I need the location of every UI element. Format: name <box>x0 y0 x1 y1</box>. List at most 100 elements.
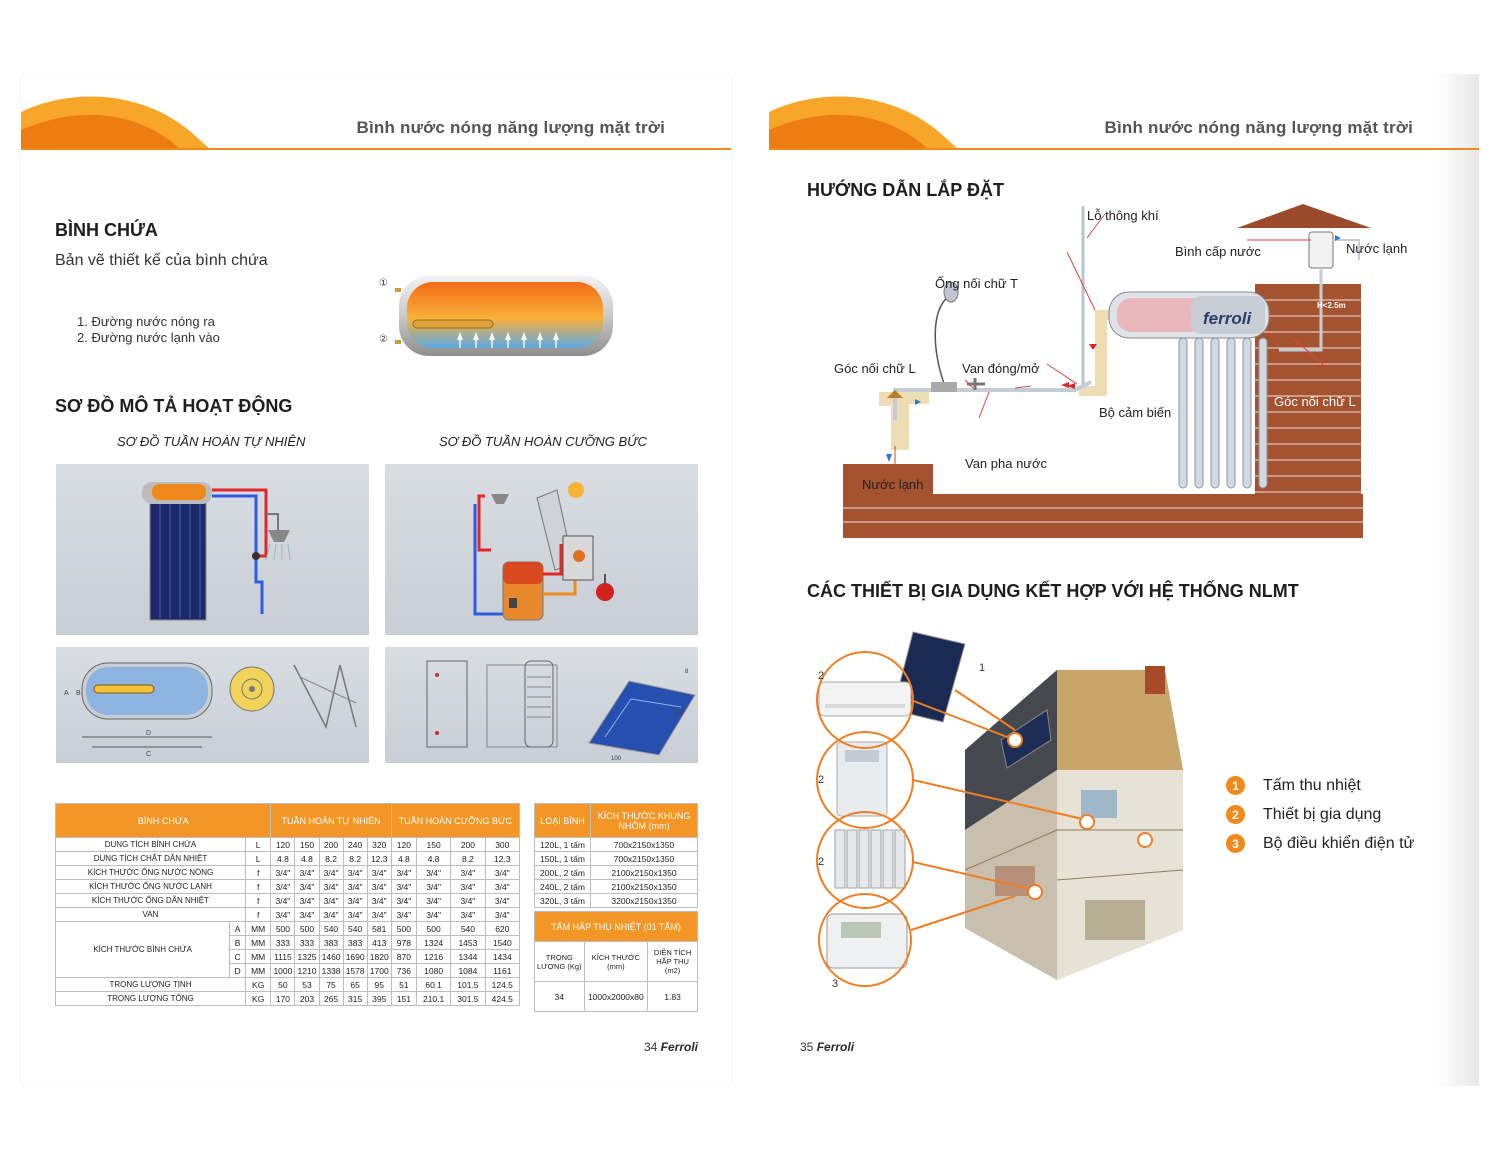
spec-value-cell: 3/4" <box>415 893 452 908</box>
legend-badge-1: 1 <box>1226 776 1245 795</box>
spec-value-cell: 3/4" <box>294 907 320 922</box>
drawing-label-d: D <box>146 730 151 737</box>
spec-value-cell: 8.2 <box>450 851 486 866</box>
spec-value-cell: 60.1 <box>415 977 452 992</box>
spec-unit-cell: KG <box>244 977 272 992</box>
legend-item-2: 2 Thiết bị gia dụng <box>1226 805 1381 824</box>
spec-value-cell: 540 <box>342 921 368 936</box>
spec-value-cell: 101.5 <box>450 977 486 992</box>
spec-value-cell: 3/4" <box>390 907 417 922</box>
spec-value-cell: 500 <box>415 921 452 936</box>
label-cold-water-top: Nước lạnh <box>1346 241 1408 256</box>
spec-value-cell: 1540 <box>484 935 521 950</box>
frame-size-cell: 2100x2150x1350 <box>590 865 698 880</box>
spec-header-natural: TUẦN HOÀN TỰ NHIÊN <box>270 803 392 838</box>
spec-value-cell: 8.2 <box>342 851 368 866</box>
spec-value-cell: 540 <box>450 921 486 936</box>
spec-value-cell: 3/4" <box>366 879 392 894</box>
spec-unit-cell: f <box>244 893 272 908</box>
ferroli-logo-left: Ferroli <box>660 1040 698 1054</box>
spec-value-cell: 301.5 <box>450 991 486 1006</box>
caption-forced-circulation: SƠ ĐỒ TUẦN HOÀN CƯỠNG BỨC <box>439 434 647 449</box>
spec-value-cell: 120 <box>270 837 296 852</box>
spec-unit-cell: L <box>244 837 272 852</box>
page-number-35: 35 <box>800 1040 814 1054</box>
spec-value-cell: 3/4" <box>450 879 486 894</box>
page-number-left: 34 Ferroli <box>644 1040 698 1054</box>
spec-value-cell: 413 <box>366 935 392 950</box>
drawing-label-b: B <box>76 690 81 697</box>
tank-note-2: 2. Đường nước lạnh vào <box>77 330 220 345</box>
spec-value-cell: 1338 <box>318 963 344 978</box>
spec-value-cell: 3/4" <box>270 865 296 880</box>
spec-value-cell: 3/4" <box>450 907 486 922</box>
spec-value-cell: 1344 <box>450 949 486 964</box>
panel-header-weight: TRỌNG LƯỢNG (Kg) <box>534 941 585 982</box>
spec-value-cell: 1084 <box>450 963 486 978</box>
section-title-install: HƯỚNG DẪN LẮP ĐẶT <box>807 180 1004 200</box>
spec-unit-cell: L <box>244 851 272 866</box>
spec-value-cell: 3/4" <box>390 879 417 894</box>
spec-value-cell: 50 <box>270 977 296 992</box>
label-height-limit: H<2.5m <box>1317 301 1346 310</box>
header-rule-right <box>769 148 1479 150</box>
spec-unit-cell: f <box>244 879 272 894</box>
frame-type-cell: 120L, 1 tấm <box>534 837 591 852</box>
frame-size-cell: 2100x2150x1350 <box>590 879 698 894</box>
page-number-right: 35 Ferroli <box>800 1040 854 1054</box>
legend-item-1: 1 Tấm thu nhiệt <box>1226 776 1361 795</box>
frame-type-cell: 320L, 3 tấm <box>534 893 591 908</box>
spec-row-label: KÍCH THƯỚC ỐNG NƯỚC NÓNG <box>55 865 246 880</box>
spec-value-cell: 1216 <box>415 949 452 964</box>
legend-item-3: 3 Bộ điều khiển điện tử <box>1226 834 1414 853</box>
label-l-joint-right: Góc nối chữ L <box>1274 394 1356 409</box>
spec-value-cell: 51 <box>390 977 417 992</box>
label-feed-tank: Bình cấp nước <box>1175 244 1261 259</box>
spec-value-cell: 3/4" <box>390 865 417 880</box>
spec-value-cell: 3/4" <box>484 865 521 880</box>
spec-value-cell: 1080 <box>415 963 452 978</box>
spec-unit-cell: f <box>244 865 272 880</box>
label-sensor: Bộ cảm biến <box>1099 405 1172 420</box>
appliance-number-ac: 2 <box>818 670 825 682</box>
label-mixer-valve: Van pha nước <box>965 456 1048 471</box>
header-swoosh-right <box>769 96 959 150</box>
frame-type-cell: 150L, 1 tấm <box>534 851 591 866</box>
spec-unit-cell: MM <box>244 949 272 964</box>
frame-size-cell: 700x2150x1350 <box>590 837 698 852</box>
spec-value-cell: 395 <box>366 991 392 1006</box>
spec-value-cell: 1210 <box>294 963 320 978</box>
spec-row-label: KÍCH THƯỚC ỐNG DẪN NHIỆT <box>55 893 246 908</box>
spec-value-cell: 3/4" <box>270 879 296 894</box>
tank-marker-2: ② <box>379 334 388 345</box>
spec-value-cell: 3/4" <box>450 865 486 880</box>
spec-value-cell: 3/4" <box>484 879 521 894</box>
spec-value-cell: 3/4" <box>318 865 344 880</box>
section-title-tank: BÌNH CHỨA <box>55 220 158 240</box>
panel-table-title: TẤM HẤP THỤ NHIỆT (01 TẤM) <box>534 911 698 942</box>
tank-marker-1: ① <box>379 278 388 289</box>
spec-value-cell: 500 <box>270 921 296 936</box>
frame-size-cell: 700x2150x1350 <box>590 851 698 866</box>
panel-header-size: KÍCH THƯỚC (mm) <box>583 941 649 982</box>
spec-row-sublabel: A <box>229 921 246 936</box>
spec-value-cell: 300 <box>484 837 521 852</box>
spec-unit-cell: f <box>244 907 272 922</box>
spec-value-cell: 170 <box>270 991 296 1006</box>
spec-value-cell: 65 <box>342 977 368 992</box>
spec-value-cell: 150 <box>294 837 320 852</box>
spec-value-cell: 333 <box>294 935 320 950</box>
ferroli-logo-right: Ferroli <box>816 1040 855 1054</box>
spec-value-cell: 240 <box>342 837 368 852</box>
spec-value-cell: 1460 <box>318 949 344 964</box>
frame-header-size: KÍCH THƯỚC KHUNG NHÔM (mm) <box>590 803 698 838</box>
spec-value-cell: 540 <box>318 921 344 936</box>
